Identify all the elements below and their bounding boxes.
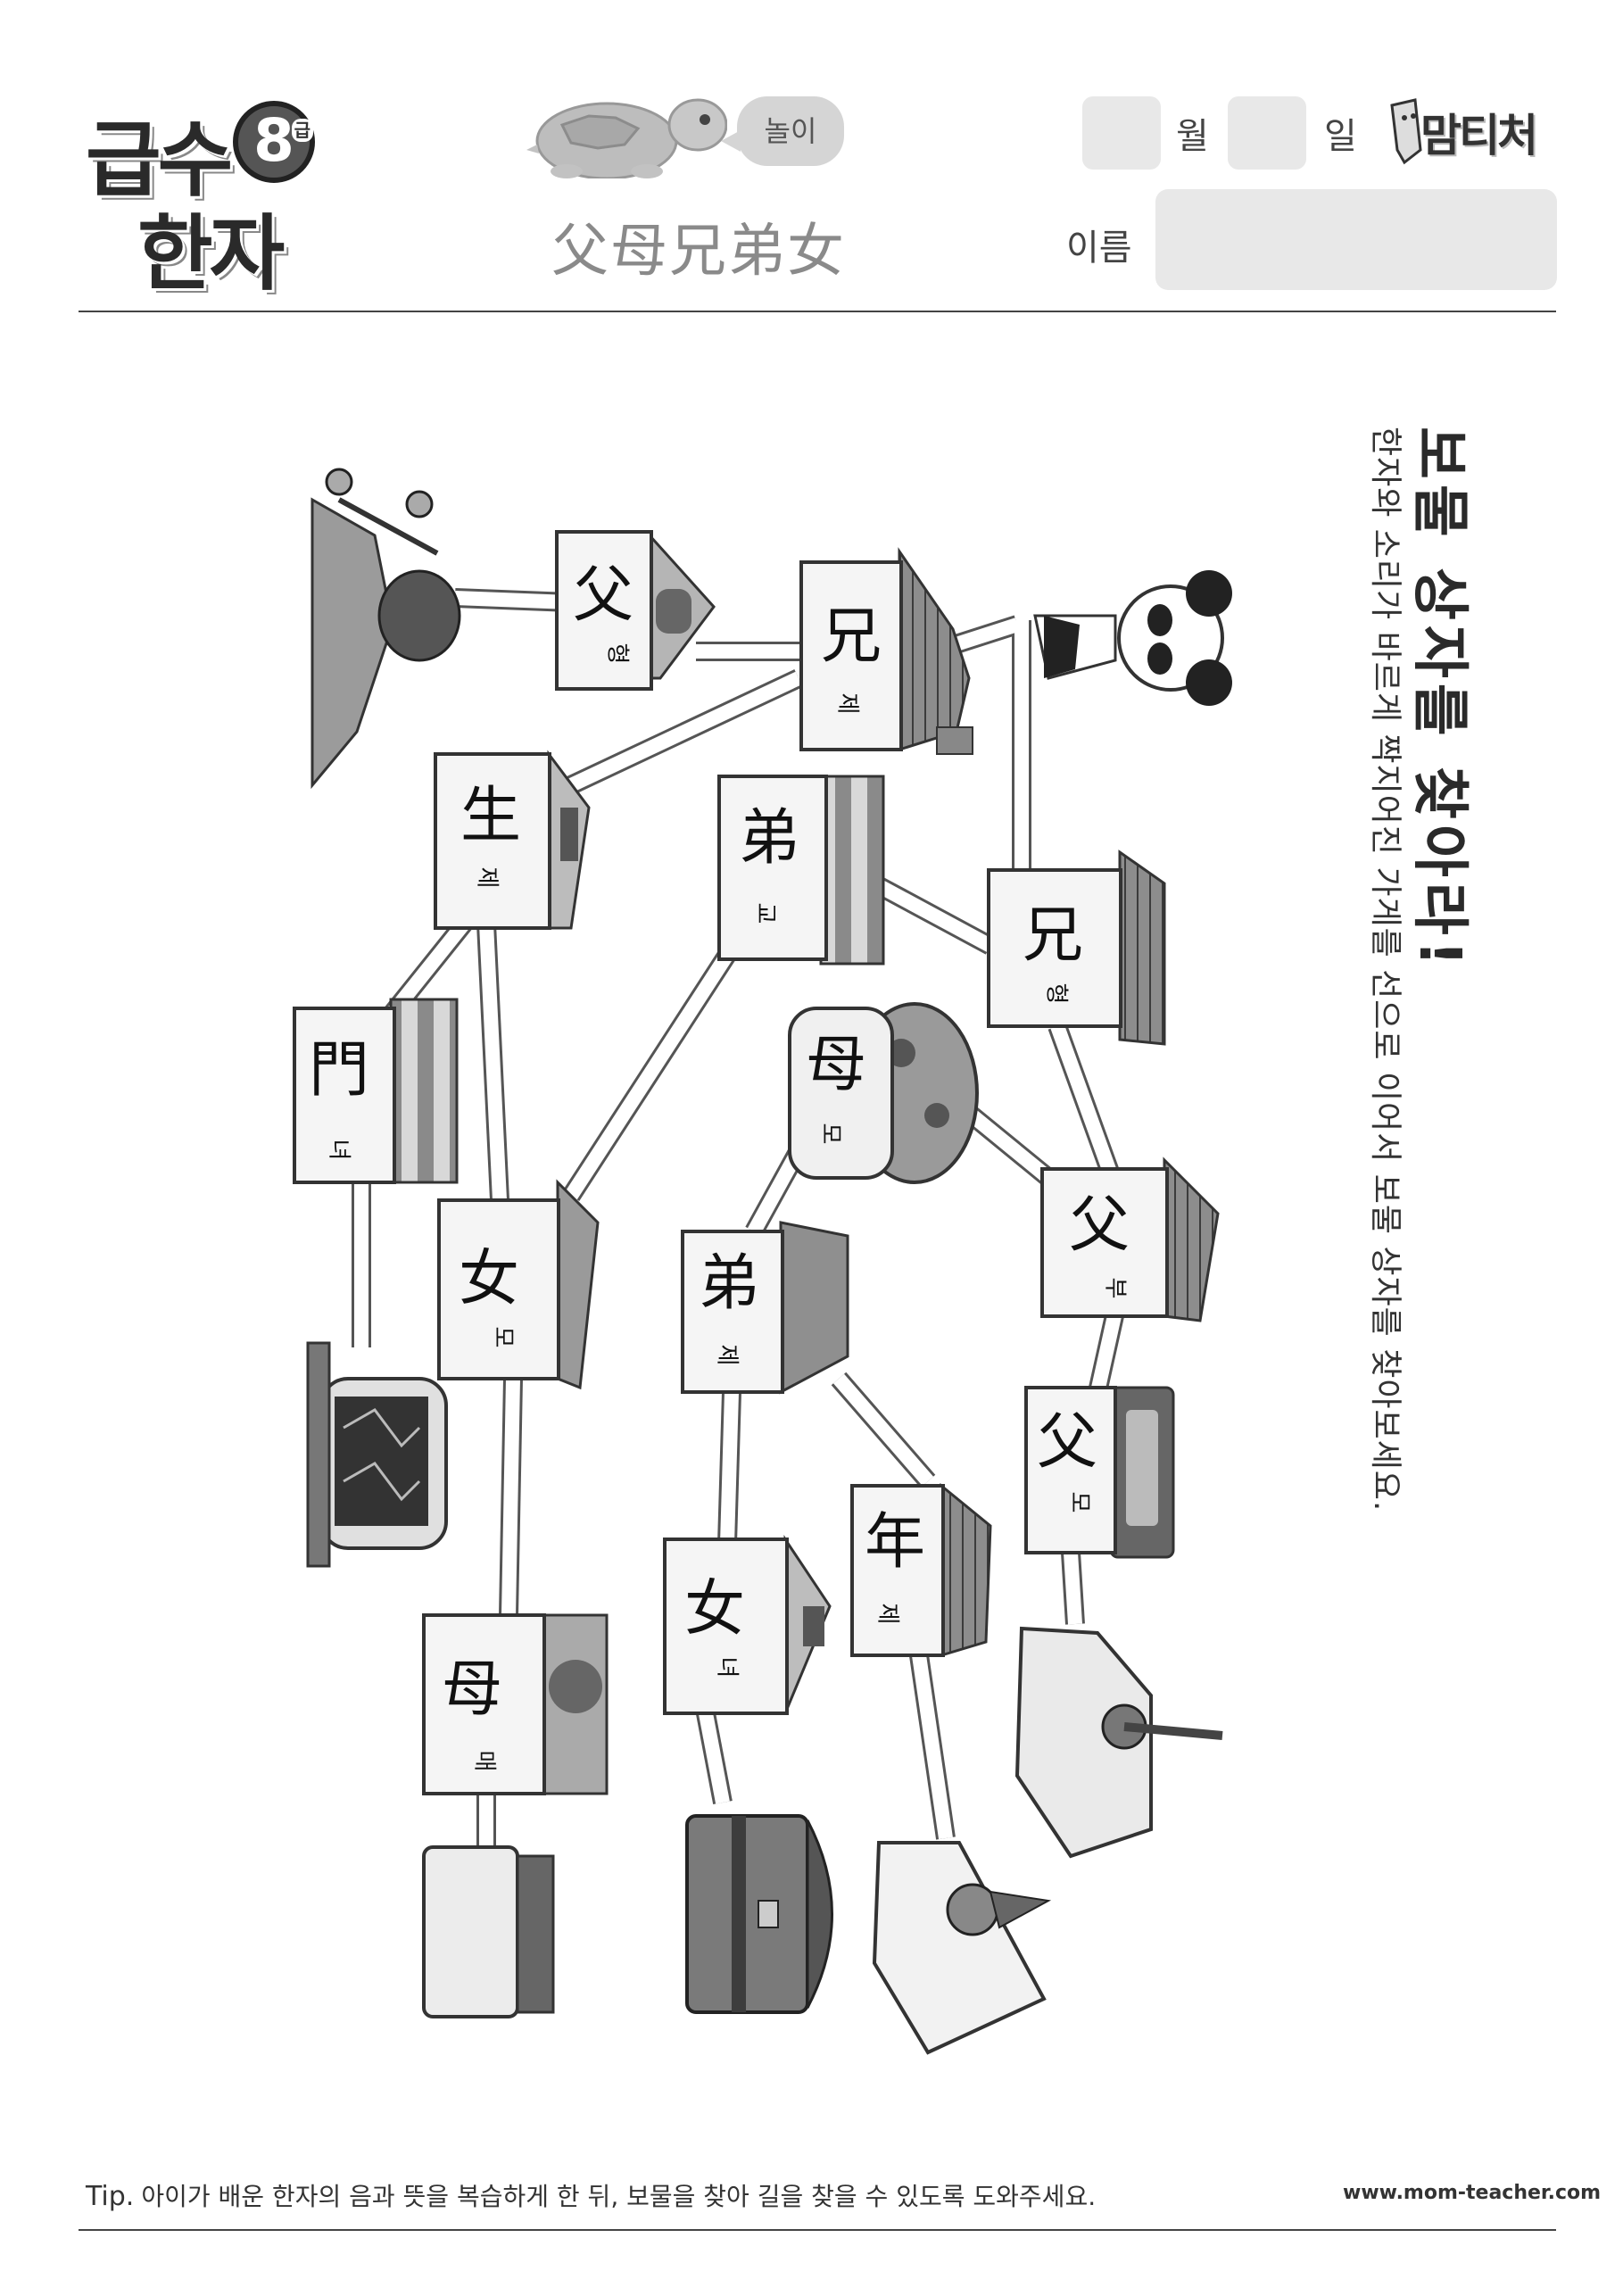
logo-line-1: 급수: [86, 112, 233, 208]
store-sound: 모: [489, 1326, 517, 1348]
series-logo: 급수 한자 8 급: [86, 94, 335, 302]
store-sound: 형: [1042, 982, 1070, 1005]
store-sound: 교: [751, 902, 779, 924]
store-hanja: 年: [865, 1507, 926, 1578]
store-sound: 매: [470, 1750, 498, 1772]
tip-text: Tip.아이가 배운 한자의 음과 뜻을 복습하게 한 뒤, 보물을 찾아 길을…: [86, 2177, 1096, 2213]
store-8[interactable]: [437, 1179, 600, 1390]
store-hanja: 父: [573, 560, 634, 631]
store-10[interactable]: [681, 1221, 849, 1395]
activity-label-bubble: 놀이: [721, 96, 844, 166]
store-hanja: 父: [1037, 1407, 1098, 1478]
store-4[interactable]: [717, 775, 885, 966]
day-label: 일: [1324, 116, 1357, 157]
store-sound: 형: [603, 642, 631, 665]
tip-label: Tip.: [86, 2181, 135, 2212]
junk-pile-icon: [311, 468, 461, 790]
footer-divider: [79, 2229, 1556, 2231]
trash-bag-icon: [1014, 1626, 1223, 1859]
store-12[interactable]: [850, 1482, 992, 1658]
store-sound: 모: [1065, 1491, 1093, 1513]
turtle-icon: [526, 98, 727, 178]
store-sound: 제: [473, 866, 501, 889]
store-hanja: 門: [309, 1035, 370, 1106]
grade-unit: 급: [291, 119, 313, 142]
panda-start-icon: [1033, 570, 1232, 706]
store-hanja: 兄: [821, 601, 882, 672]
store-11[interactable]: [1024, 1386, 1175, 1559]
store-7[interactable]: [788, 1002, 979, 1184]
store-hanja: 母: [806, 1030, 867, 1100]
store-sound: 제: [713, 1344, 741, 1366]
store-sound: 제: [874, 1603, 901, 1625]
store-6[interactable]: [293, 998, 459, 1184]
website-url: www.mom-teacher.com: [1343, 2182, 1602, 2204]
header-divider: [79, 311, 1556, 312]
store-hanja: 生: [460, 781, 522, 851]
store-1[interactable]: [555, 530, 716, 691]
broken-tv-icon: [306, 1341, 448, 1568]
tip-body: 아이가 배운 한자의 음과 뜻을 복습하게 한 뒤, 보물을 찾아 길을 찾을 …: [141, 2182, 1097, 2211]
store-sound: 녀: [713, 1656, 741, 1678]
month-input[interactable]: [1082, 96, 1161, 170]
treasure-chest-icon: [685, 1814, 833, 2014]
name-label: 이름: [1066, 228, 1132, 269]
store-13[interactable]: [663, 1535, 832, 1715]
store-14[interactable]: [422, 1613, 609, 1795]
store-hanja: 母: [442, 1654, 503, 1725]
day-input[interactable]: [1228, 96, 1306, 170]
hanja-title: 父母兄弟女: [551, 219, 846, 285]
store-sound: 제: [833, 692, 861, 715]
grade-badge: 8 급: [233, 101, 315, 183]
store-sound: 녀: [325, 1139, 352, 1161]
store-hanja: 女: [684, 1574, 746, 1645]
store-5[interactable]: [987, 850, 1166, 1046]
store-hanja: 女: [459, 1244, 520, 1314]
store-2[interactable]: [799, 547, 973, 755]
store-hanja: 弟: [699, 1248, 760, 1319]
store-3[interactable]: [434, 750, 591, 930]
clown-box-icon: [872, 1841, 1052, 2055]
grade-number: 8: [253, 106, 294, 175]
logo-line-2: 한자: [137, 206, 285, 302]
store-sound: 부: [1101, 1277, 1129, 1299]
store-hanja: 兄: [1023, 900, 1084, 971]
old-box-icon: [422, 1845, 555, 2018]
store-9[interactable]: [1040, 1156, 1220, 1322]
brand-name: 맘티처: [1420, 110, 1538, 162]
store-hanja: 弟: [739, 803, 800, 874]
store-sound: 모: [816, 1123, 844, 1145]
brand-pencil-icon: [1390, 98, 1422, 165]
name-input[interactable]: [1155, 189, 1557, 290]
month-label: 월: [1176, 116, 1209, 157]
store-hanja: 父: [1069, 1190, 1130, 1261]
